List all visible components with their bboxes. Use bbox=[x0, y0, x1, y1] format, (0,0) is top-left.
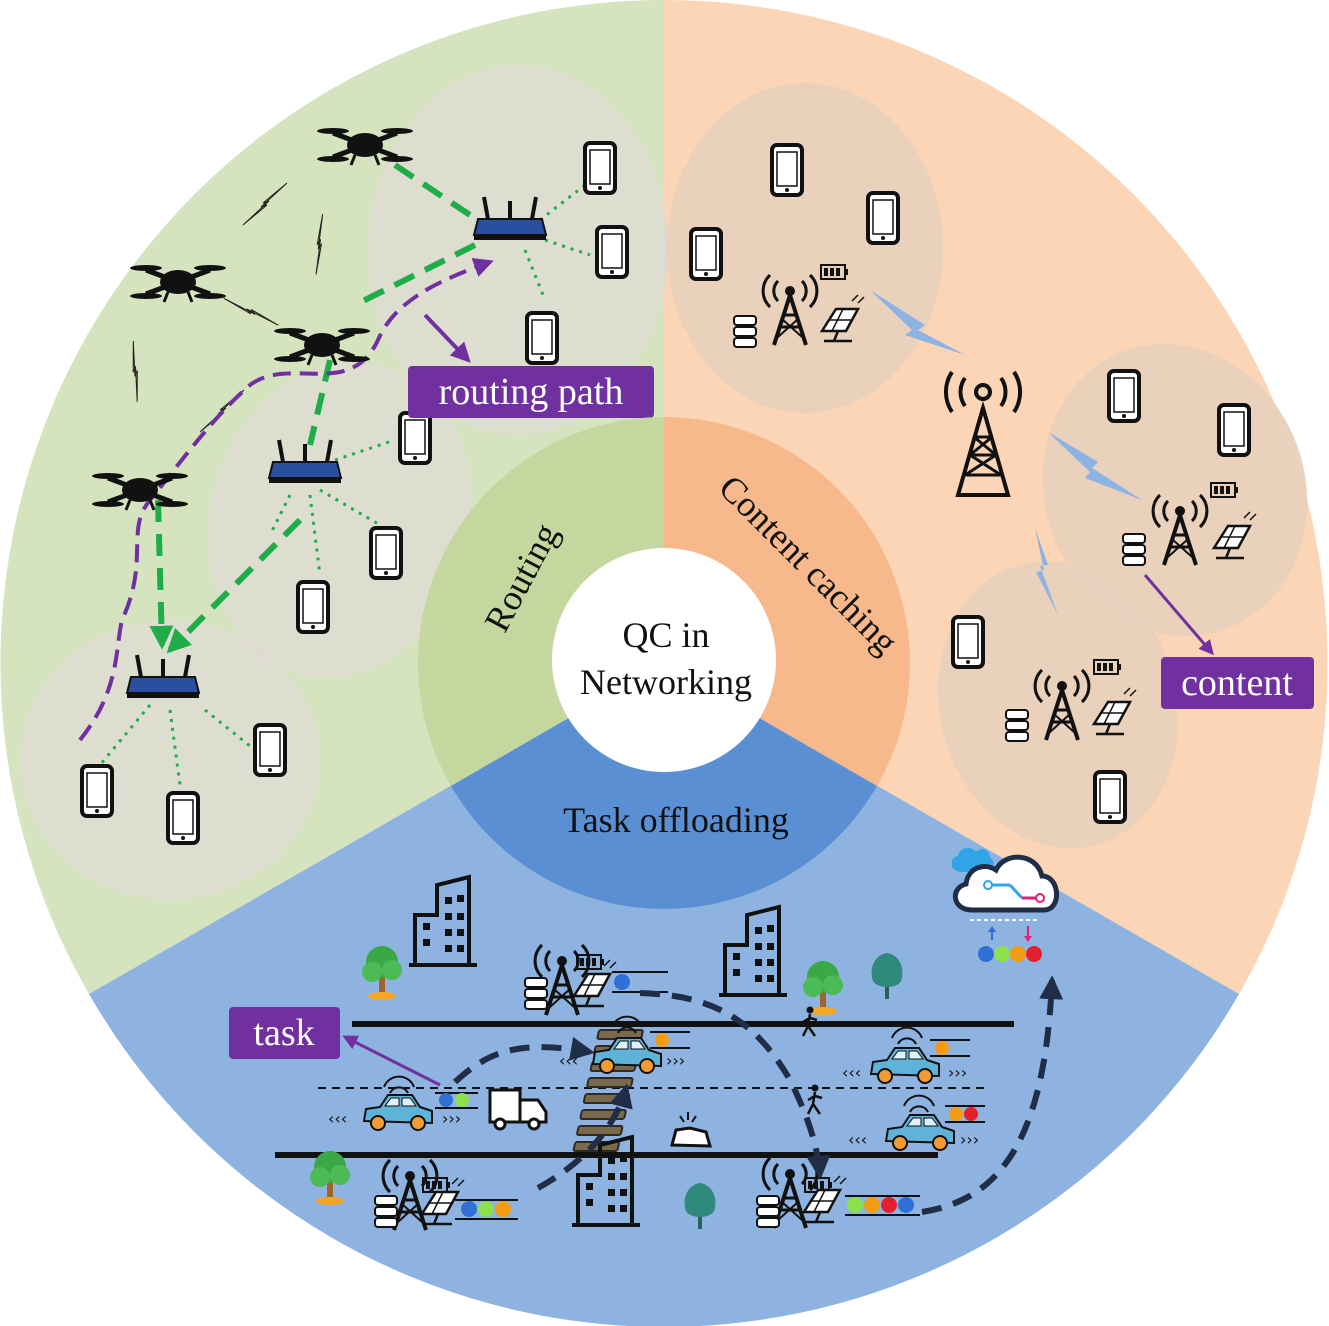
lightning-icon bbox=[1035, 528, 1058, 615]
task-pointer bbox=[342, 1035, 441, 1087]
svg-text:›››: ››› bbox=[442, 1109, 461, 1128]
content-tag: content bbox=[1161, 657, 1314, 709]
smartphone-icon bbox=[866, 191, 900, 245]
smartphone-icon bbox=[1107, 369, 1141, 423]
server-icon bbox=[1122, 533, 1146, 566]
svg-text:‹‹‹: ‹‹‹ bbox=[848, 1130, 867, 1149]
task-tag: task bbox=[229, 1007, 340, 1059]
crashed-car-icon bbox=[670, 1112, 713, 1148]
smartphone-icon bbox=[398, 411, 432, 465]
smartphone-icon bbox=[583, 141, 617, 195]
router-phone-links bbox=[98, 183, 591, 786]
svg-text:‹‹‹: ‹‹‹ bbox=[842, 1063, 861, 1082]
router-icon bbox=[267, 438, 343, 485]
smartphone-icon bbox=[296, 580, 330, 634]
svg-text:‹‹‹: ‹‹‹ bbox=[559, 1051, 578, 1070]
svg-text:›››: ››› bbox=[960, 1130, 979, 1149]
offloading-inner-sector bbox=[451, 663, 877, 909]
caching-lightning bbox=[870, 290, 1142, 615]
smartphone-icon bbox=[1217, 403, 1251, 457]
smartphone-icon bbox=[166, 791, 200, 845]
vehicles bbox=[363, 1037, 955, 1151]
center-title-line1: QC in bbox=[622, 615, 709, 655]
task-label: task bbox=[253, 1012, 314, 1054]
svg-text:›››: ››› bbox=[666, 1051, 685, 1070]
smartphone-icon bbox=[770, 143, 804, 197]
svg-text:‹‹‹: ‹‹‹ bbox=[328, 1109, 347, 1128]
server-icon bbox=[1005, 709, 1029, 742]
smartphone-icon bbox=[689, 227, 723, 281]
content-pointer bbox=[1143, 574, 1214, 656]
offloading-label: Task offloading bbox=[563, 800, 789, 840]
center-hub: QC in Networking bbox=[552, 548, 776, 772]
router-icon bbox=[125, 653, 201, 700]
green-route bbox=[149, 162, 487, 654]
offload-flows bbox=[452, 975, 1064, 1215]
routing-path-tag: routing path bbox=[408, 366, 654, 418]
content-label: content bbox=[1181, 662, 1293, 704]
server-icon bbox=[374, 1195, 398, 1228]
routing-path-pointer bbox=[423, 313, 471, 363]
lightning-icon bbox=[870, 290, 965, 355]
cloud-icon bbox=[951, 847, 1059, 962]
main-tower bbox=[944, 370, 1022, 497]
smartphone-icon bbox=[525, 311, 559, 365]
smartphone-icon bbox=[80, 764, 114, 818]
center-title-line2: Networking bbox=[580, 662, 752, 702]
signal-waves: ‹‹‹ ››› ‹‹‹ ››› ‹‹‹ ››› ‹‹‹ ››› bbox=[328, 1015, 979, 1149]
task-queues bbox=[435, 971, 985, 1220]
svg-text:›››: ››› bbox=[948, 1063, 967, 1082]
smartphone-icon bbox=[1093, 770, 1127, 824]
routing-path-label: routing path bbox=[439, 371, 624, 413]
purple-route bbox=[78, 258, 494, 742]
truck-icon bbox=[488, 1088, 548, 1131]
smartphone-icon bbox=[595, 225, 629, 279]
smartphone-icon bbox=[951, 615, 985, 669]
server-icon bbox=[733, 315, 757, 348]
offloading-sector bbox=[89, 663, 1239, 1326]
lightning-icon bbox=[1048, 432, 1142, 500]
server-icon bbox=[524, 977, 548, 1010]
server-icon bbox=[756, 1195, 780, 1228]
router-icon bbox=[472, 195, 548, 242]
smartphone-icon bbox=[253, 723, 287, 777]
smartphone-icon bbox=[369, 526, 403, 580]
